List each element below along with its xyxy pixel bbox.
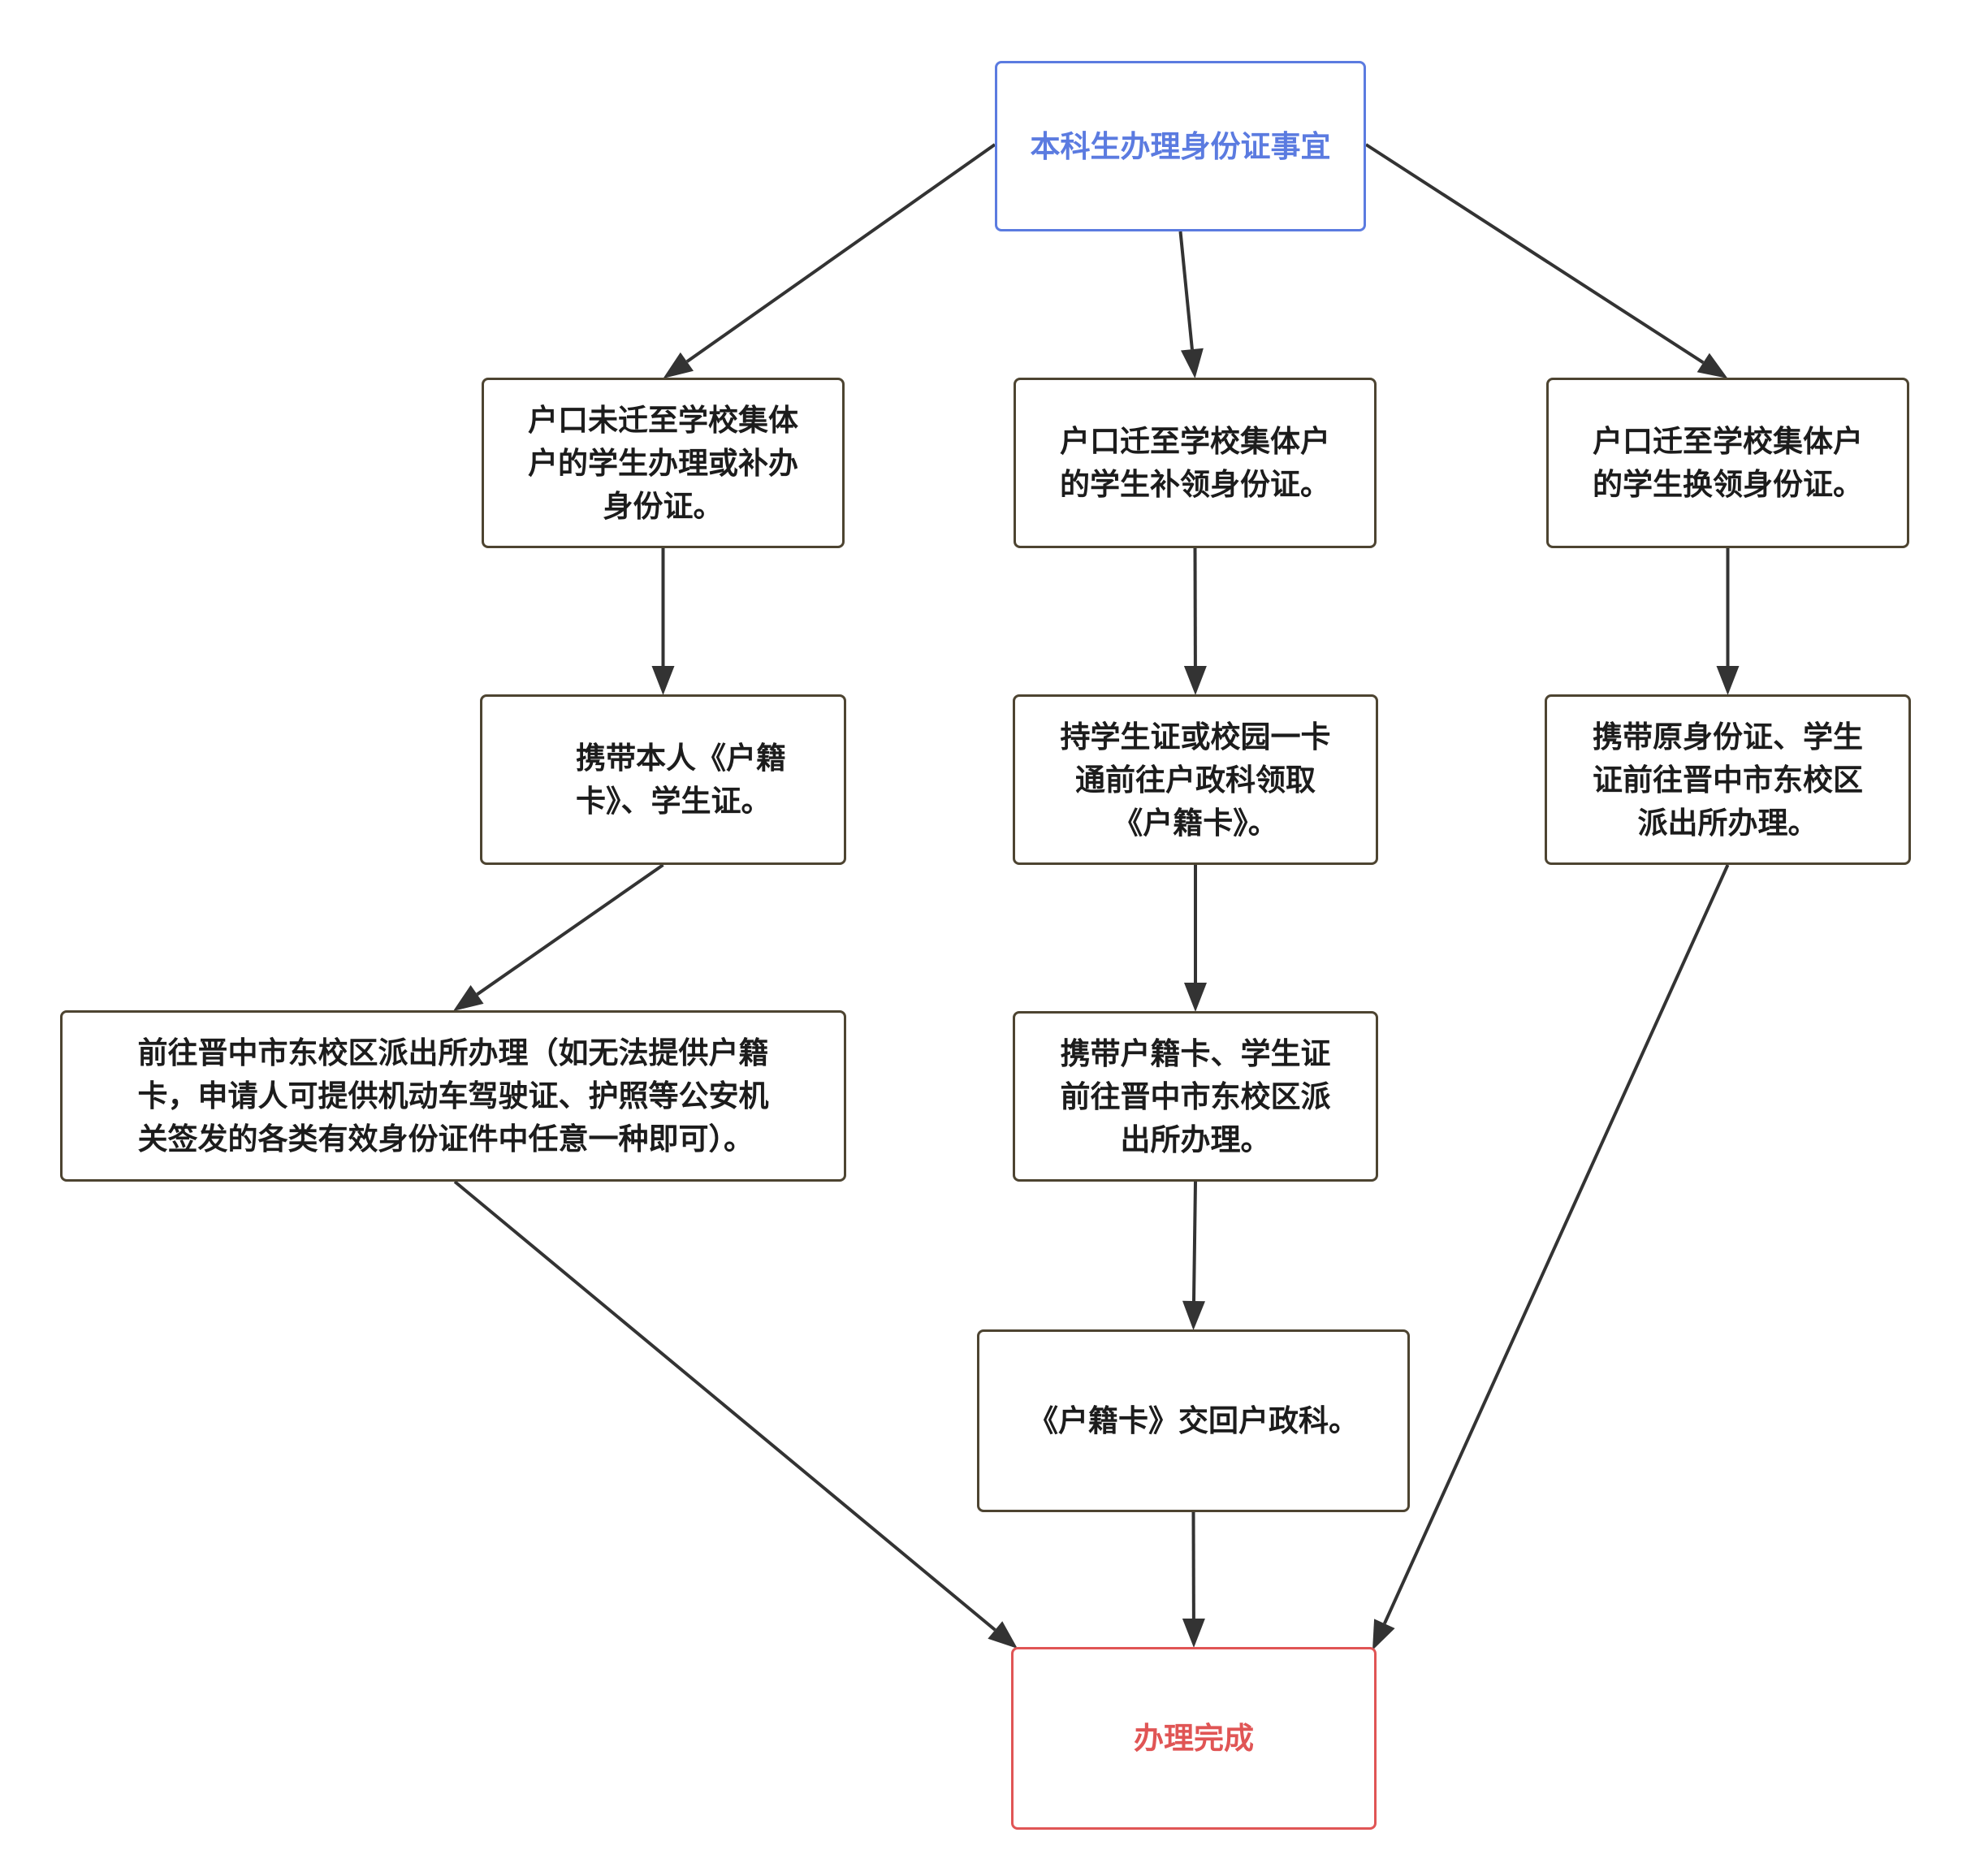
arrowhead-icon — [663, 352, 694, 378]
start-node: 本科生办理身份证事宜 — [995, 61, 1366, 231]
arrowhead-icon — [1184, 983, 1207, 1012]
edge-middle-2-to-middle-3 — [1184, 865, 1207, 1012]
edge-left-2-to-left-3 — [453, 863, 664, 1011]
arrowhead-icon — [1181, 348, 1204, 378]
arrowhead-icon — [1182, 1618, 1205, 1648]
edge-right-1-to-right-2 — [1716, 548, 1740, 695]
arrowhead-icon — [988, 1621, 1018, 1649]
edge-line — [1383, 864, 1730, 1625]
middle-branch-step-2-label: 持学生证或校园一卡 通前往户政科领取 《户籍卡》。 — [1060, 719, 1331, 841]
left-branch-step-3: 前往晋中市东校区派出所办理（如无法提供户籍 卡，申请人可提供机动车驾驶证、护照等… — [60, 1010, 846, 1182]
edge-start-to-middle-1 — [1178, 231, 1204, 378]
edge-middle-1-to-middle-2 — [1183, 547, 1207, 695]
middle-branch-step-3: 携带户籍卡、学生证 前往晋中市东校区派 出所办理。 — [1013, 1011, 1378, 1182]
arrowhead-icon — [453, 984, 484, 1011]
start-node-label: 本科生办理身份证事宜 — [1030, 128, 1331, 164]
left-branch-step-2-label: 携带本人《户籍 卡》、学生证。 — [576, 741, 786, 819]
edge-line — [476, 863, 664, 996]
arrowhead-icon — [1372, 1619, 1395, 1650]
arrowhead-icon — [1182, 1300, 1205, 1330]
middle-branch-step-2: 持学生证或校园一卡 通前往户政科领取 《户籍卡》。 — [1013, 694, 1378, 865]
edge-middle-4-to-end — [1182, 1511, 1205, 1648]
left-branch-step-1-label: 户口未迁至学校集体 户的学生办理或补办 身份证。 — [528, 402, 798, 524]
arrowhead-icon — [651, 666, 675, 695]
middle-branch-step-4: 《户籍卡》交回户政科。 — [977, 1329, 1410, 1512]
edge-line — [453, 1180, 996, 1632]
arrowhead-icon — [1183, 665, 1207, 695]
arrowhead-icon — [1697, 352, 1728, 378]
end-node: 办理完成 — [1011, 1647, 1377, 1830]
left-branch-step-1: 户口未迁至学校集体 户的学生办理或补办 身份证。 — [482, 378, 845, 548]
edge-start-to-right-1 — [1364, 143, 1728, 378]
right-branch-step-1-label: 户口迁至学校集体户 的学生换领身份证。 — [1593, 424, 1863, 502]
end-node-label: 办理完成 — [1134, 1721, 1254, 1756]
edge-left-3-to-end — [453, 1180, 1018, 1649]
edge-left-1-to-left-2 — [651, 548, 675, 695]
edge-line — [1191, 1181, 1197, 1302]
edge-start-to-left-1 — [663, 143, 996, 378]
edge-middle-3-to-middle-4 — [1182, 1181, 1205, 1330]
edge-right-2-to-end — [1372, 864, 1730, 1650]
middle-branch-step-1-label: 户口迁至学校集体户 的学生补领身份证。 — [1060, 424, 1330, 502]
edge-line — [1178, 231, 1194, 350]
arrowhead-icon — [1716, 666, 1740, 695]
left-branch-step-2: 携带本人《户籍 卡》、学生证。 — [480, 694, 846, 865]
right-branch-step-1: 户口迁至学校集体户 的学生换领身份证。 — [1546, 378, 1909, 548]
right-branch-step-2-label: 携带原身份证、学生 证前往晋中市东校区 派出所办理。 — [1593, 719, 1863, 841]
middle-branch-step-1: 户口迁至学校集体户 的学生补领身份证。 — [1014, 378, 1377, 548]
edge-line — [685, 143, 996, 363]
edge-line — [1364, 143, 1705, 365]
right-branch-step-2: 携带原身份证、学生 证前往晋中市东校区 派出所办理。 — [1545, 694, 1911, 865]
left-branch-step-3-label: 前往晋中市东校区派出所办理（如无法提供户籍 卡，申请人可提供机动车驾驶证、护照等… — [137, 1035, 769, 1156]
middle-branch-step-4-label: 《户籍卡》交回户政科。 — [1028, 1403, 1359, 1438]
middle-branch-step-3-label: 携带户籍卡、学生证 前往晋中市东校区派 出所办理。 — [1060, 1035, 1331, 1157]
